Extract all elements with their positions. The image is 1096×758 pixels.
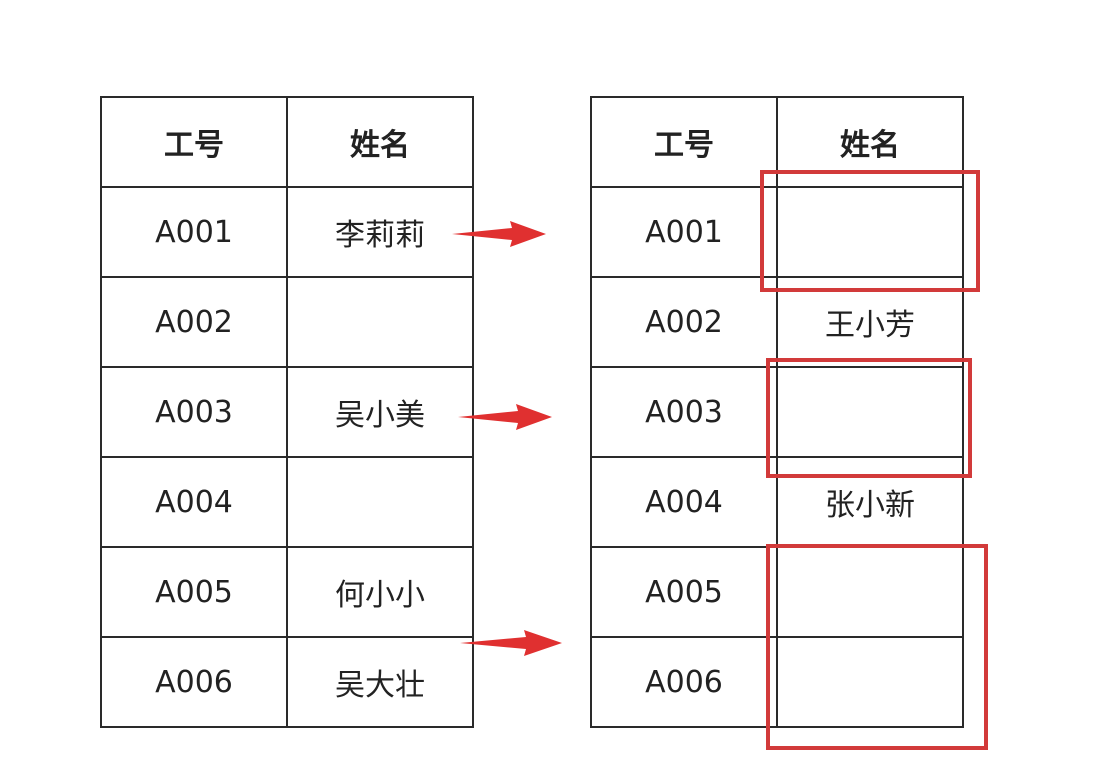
cell-name <box>776 186 964 278</box>
table-row: A001 <box>590 186 964 278</box>
cell-name: 李莉莉 <box>286 186 474 278</box>
cell-name <box>776 636 964 728</box>
table-row: A004 <box>100 456 474 548</box>
right-arrow-icon <box>460 630 562 656</box>
table-row: A003 吴小美 <box>100 366 474 458</box>
left-table: 工号 姓名 A001 李莉莉 A002 A003 吴小美 A004 A005 何… <box>100 96 474 728</box>
header-row: 工号 姓名 <box>100 96 474 188</box>
cell-id: A006 <box>100 636 288 728</box>
right-arrow-icon <box>452 221 546 247</box>
cell-id: A005 <box>590 546 778 638</box>
cell-name: 王小芳 <box>776 276 964 368</box>
header-name: 姓名 <box>286 96 474 188</box>
cell-id: A003 <box>100 366 288 458</box>
table-row: A005 何小小 <box>100 546 474 638</box>
right-table: 工号 姓名 A001 A002 王小芳 A003 A004 张小新 A005 A… <box>590 96 964 728</box>
cell-name: 吴大壮 <box>286 636 474 728</box>
header-name: 姓名 <box>776 96 964 188</box>
cell-name: 吴小美 <box>286 366 474 458</box>
cell-id: A005 <box>100 546 288 638</box>
table-row: A002 <box>100 276 474 368</box>
cell-name: 何小小 <box>286 546 474 638</box>
cell-id: A001 <box>100 186 288 278</box>
cell-name <box>286 276 474 368</box>
right-arrow-icon <box>458 404 552 430</box>
cell-id: A004 <box>100 456 288 548</box>
table-row: A006 <box>590 636 964 728</box>
cell-name <box>776 366 964 458</box>
cell-name: 张小新 <box>776 456 964 548</box>
cell-id: A006 <box>590 636 778 728</box>
table-row: A006 吴大壮 <box>100 636 474 728</box>
table-row: A005 <box>590 546 964 638</box>
cell-id: A004 <box>590 456 778 548</box>
header-id: 工号 <box>590 96 778 188</box>
cell-id: A001 <box>590 186 778 278</box>
table-row: A001 李莉莉 <box>100 186 474 278</box>
cell-name <box>286 456 474 548</box>
table-row: A004 张小新 <box>590 456 964 548</box>
header-row: 工号 姓名 <box>590 96 964 188</box>
cell-id: A002 <box>100 276 288 368</box>
table-row: A002 王小芳 <box>590 276 964 368</box>
table-row: A003 <box>590 366 964 458</box>
cell-id: A002 <box>590 276 778 368</box>
cell-id: A003 <box>590 366 778 458</box>
cell-name <box>776 546 964 638</box>
header-id: 工号 <box>100 96 288 188</box>
